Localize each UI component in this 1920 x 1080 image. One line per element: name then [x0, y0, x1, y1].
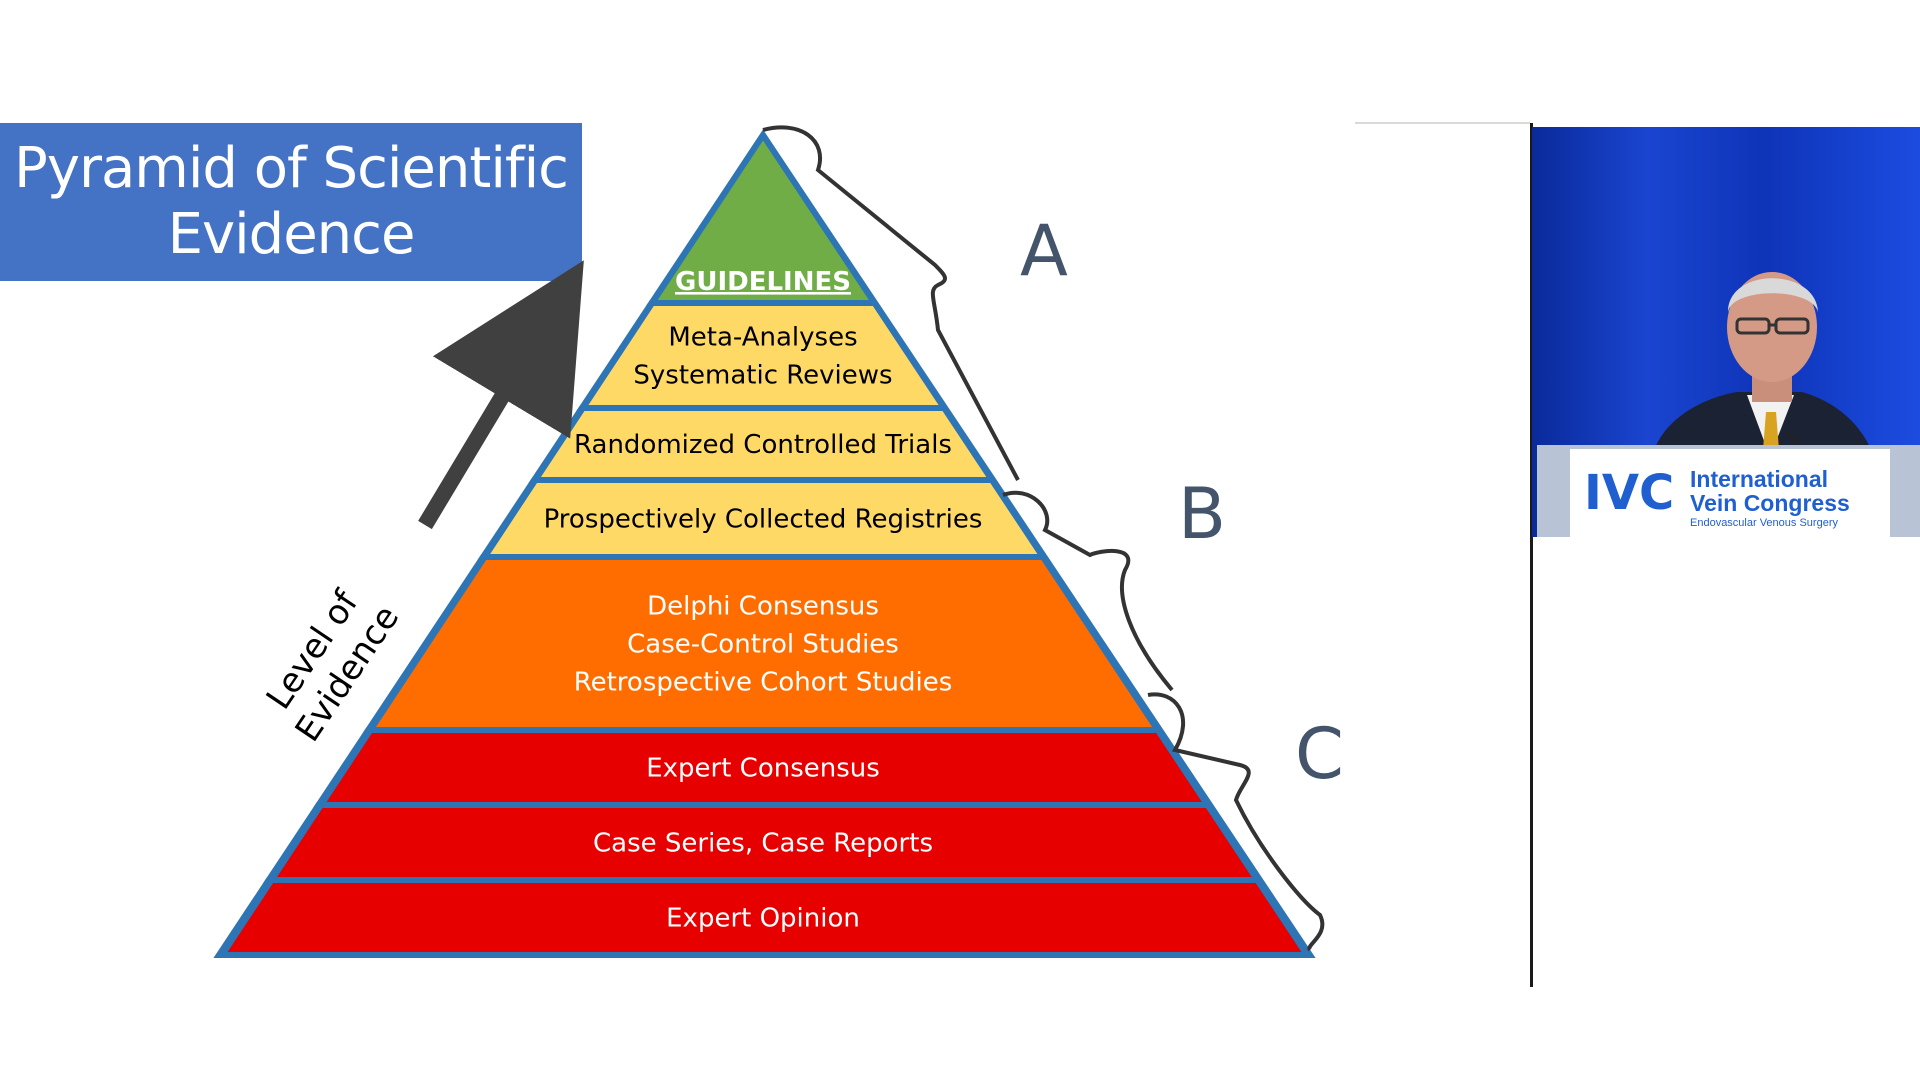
podium-sign [1570, 449, 1890, 537]
tier-6-label-line-1: Expert Consensus [646, 754, 880, 784]
slide-title: Pyramid of Scientific Evidence [14, 136, 569, 267]
tier-5-label-line-1: Delphi Consensus [647, 592, 879, 622]
brace-b [1002, 490, 1174, 692]
tier-5-label-line-3: Retrospective Cohort Studies [574, 668, 953, 698]
tier-2-label-line-1: Meta-Analyses [668, 323, 857, 353]
tier-8-label-line-1: Expert Opinion [666, 904, 860, 934]
grade-label-b: B [1178, 473, 1226, 555]
grade-label-a: A [1020, 210, 1068, 292]
tier-5-label-line-2: Case-Control Studies [627, 630, 899, 660]
tier-7-label-line-1: Case Series, Case Reports [593, 829, 933, 859]
tier-4-label-line-1: Prospectively Collected Registries [544, 505, 983, 535]
brace-a [762, 125, 1020, 481]
tier-3-label-line-1: Randomized Controlled Trials [574, 430, 952, 460]
frame-divider-horizontal [1355, 122, 1530, 124]
speaker-video-panel: IVC International Vein Congress Endovasc… [1532, 127, 1920, 537]
pyramid-tier-2 [576, 300, 950, 411]
grade-label-c: C [1295, 713, 1344, 795]
brace-c [1147, 692, 1325, 952]
podium-logo-mark: IVC [1584, 465, 1674, 521]
podium-logo-line1: International [1690, 466, 1828, 492]
pyramid-outline [216, 129, 1316, 958]
speaker-head [1727, 272, 1817, 382]
podium-logo-line2: Vein Congress [1690, 490, 1850, 516]
tier-2-label-line-2: Systematic Reviews [633, 361, 892, 391]
podium: IVC International Vein Congress Endovasc… [1537, 445, 1920, 537]
podium-logo-tagline: Endovascular Venous Surgery [1690, 517, 1838, 529]
tier-1-label-line-1: GUIDELINES [675, 267, 851, 297]
level-arrow [418, 260, 584, 530]
slide-title-box: Pyramid of Scientific Evidence [0, 123, 582, 281]
frame-divider-vertical [1530, 123, 1533, 987]
